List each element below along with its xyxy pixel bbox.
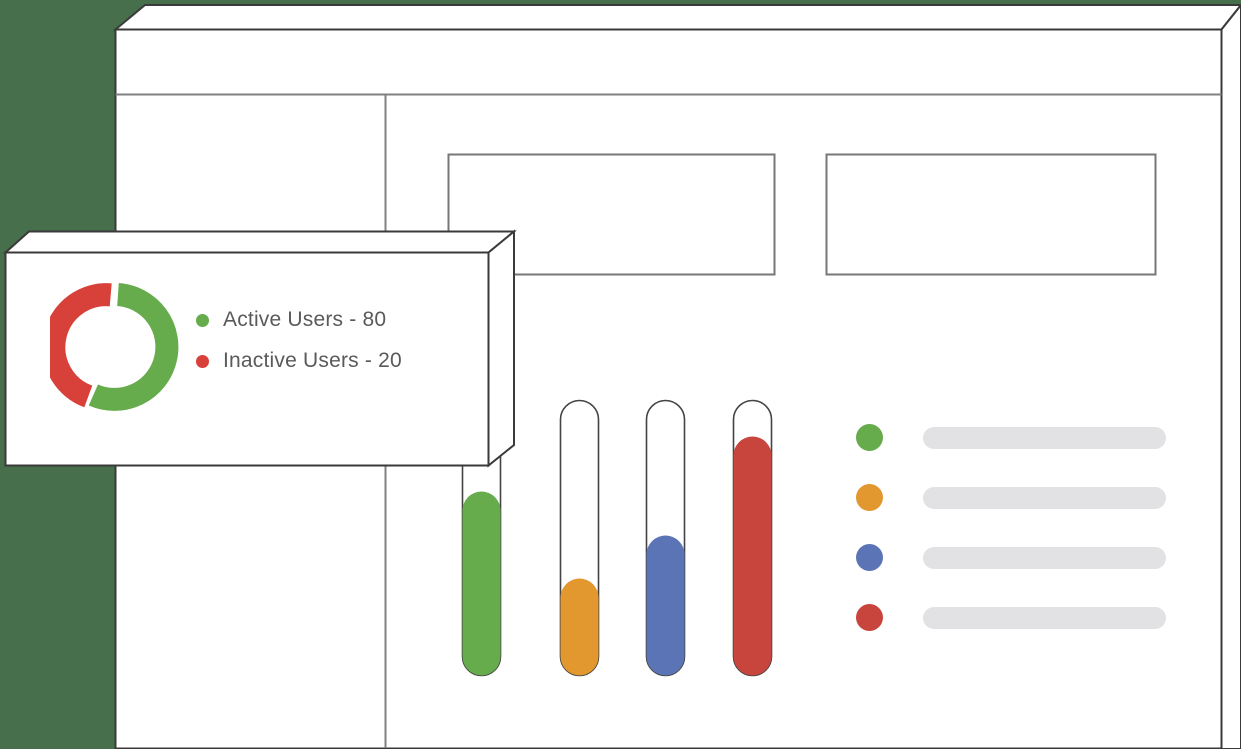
legend-skeleton-list: [856, 424, 1166, 631]
list-item-placeholder-bar: [923, 426, 1166, 449]
legend-row-active[interactable]: Active Users - 80: [196, 308, 402, 332]
popup-card-right-bevel: [487, 229, 515, 468]
gauge-fill-orange: [560, 578, 599, 676]
legend-dot-inactive: [196, 354, 209, 368]
legend-dot-active: [196, 313, 209, 327]
donut-legend: Active Users - 80 Inactive Users - 20: [196, 308, 402, 373]
list-item-dot-green: [856, 424, 883, 451]
list-item[interactable]: [856, 424, 1166, 451]
list-item[interactable]: [856, 544, 1166, 571]
gauge-fill-red: [733, 436, 772, 676]
list-item-placeholder-bar: [923, 486, 1166, 509]
list-item[interactable]: [856, 604, 1166, 631]
list-item-dot-blue: [856, 544, 883, 571]
window-top-bevel: [112, 4, 1241, 31]
window-right-bevel: [1220, 3, 1241, 749]
gauge-fill-green: [462, 491, 501, 676]
list-item[interactable]: [856, 484, 1166, 511]
list-item-placeholder-bar: [923, 606, 1166, 629]
list-item-dot-red: [856, 604, 883, 631]
list-item-dot-orange: [856, 484, 883, 511]
legend-row-inactive[interactable]: Inactive Users - 20: [196, 349, 402, 373]
legend-label-active: Active Users - 80: [223, 308, 387, 331]
gauge-fill-blue: [646, 535, 685, 676]
popup-card-top-bevel: [2, 230, 517, 254]
legend-label-inactive: Inactive Users - 20: [223, 349, 402, 372]
list-item-placeholder-bar: [923, 546, 1166, 569]
card-right[interactable]: [825, 153, 1157, 276]
